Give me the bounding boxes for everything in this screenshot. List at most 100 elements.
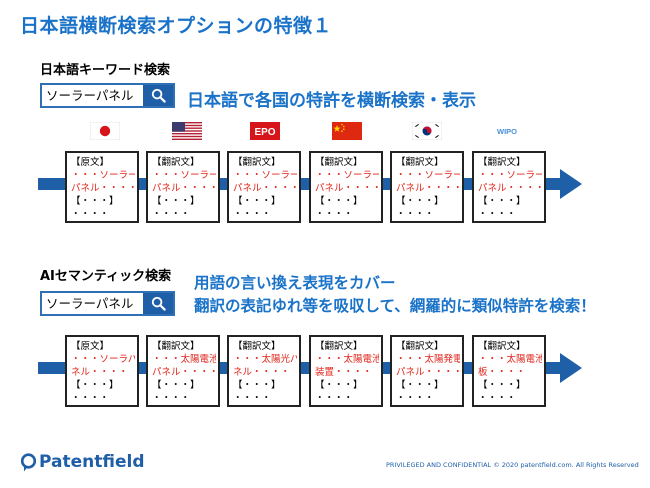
search-box-keyword[interactable]: ソーラーパネル [40,83,175,108]
document-line-l1: ・・・ソーラー [71,170,135,181]
section-heading-semantic: AIセマンティック検索 [40,269,172,284]
document-line-header: 【翻訳文】 [478,157,526,168]
document-line-l1: ・・・ソーラー [233,170,297,181]
section-heading-keyword: 日本語キーワード検索 [40,63,171,78]
document-line-l2: パネル・・・・ [233,183,297,194]
usa-flag-icon [172,122,202,140]
document-line-header: 【翻訳文】 [233,157,281,168]
document-line-l2: パネル・・・・ [152,183,216,194]
document-line-header: 【翻訳文】 [152,341,200,352]
document-line-l2: パネル・・・・ [152,367,216,378]
search-input[interactable]: ソーラーパネル [46,296,134,311]
document-line-header: 【翻訳文】 [152,157,200,168]
document-line-l3: 【・・・】 [315,380,363,391]
document-line-l4: ・・・・ [233,393,272,404]
search-button[interactable] [143,85,173,106]
japan-flag-icon [90,122,120,140]
korea-flag-icon [412,122,442,140]
document-card: 【翻訳文】・・・太陽発電パネル・・・・【・・・】・・・・ [390,335,464,407]
document-line-l3: 【・・・】 [71,196,119,207]
document-line-l3: 【・・・】 [478,380,526,391]
document-card: 【原文】・・・ソーラパネル・・・・【・・・】・・・・ [65,335,139,407]
svg-text:EPO: EPO [254,127,275,138]
page-title: 日本語横断検索オプションの特徴１ [20,15,333,37]
document-line-l3: 【・・・】 [152,380,200,391]
document-line-l2: パネル・・・・ [396,183,460,194]
search-button[interactable] [143,293,173,314]
patentfield-logo-icon [20,452,37,471]
document-line-l4: ・・・・ [233,209,272,220]
wipo-flag-icon: WIPO [492,122,522,140]
document-card: 【翻訳文】・・・太陽電池装置・・・・【・・・】・・・・ [309,335,383,407]
document-line-l4: ・・・・ [152,393,191,404]
footer-logo-text: Patentfield [39,452,145,472]
flow-arrow-head-icon [560,169,582,199]
document-line-l4: ・・・・ [71,209,110,220]
document-line-l1: ・・・太陽発電 [396,354,460,365]
document-card: 【翻訳文】・・・太陽電池パネル・・・・【・・・】・・・・ [146,335,220,407]
document-line-l1: ・・・太陽光パ [233,354,297,365]
document-line-header: 【原文】 [71,341,110,352]
document-line-header: 【翻訳文】 [315,341,363,352]
document-line-l2: 装置・・・・ [315,367,373,378]
document-line-header: 【翻訳文】 [315,157,363,168]
document-line-l4: ・・・・ [71,393,110,404]
document-card: 【翻訳文】・・・太陽光パネル・・・・【・・・】・・・・ [227,335,301,407]
document-line-l1: ・・・太陽電池 [315,354,379,365]
document-card: 【翻訳文】・・・ソーラーパネル・・・・【・・・】・・・・ [309,151,383,223]
document-line-l2: パネル・・・・ [396,367,460,378]
document-line-l1: ・・・太陽電池 [478,354,542,365]
document-line-l4: ・・・・ [315,209,354,220]
document-line-l1: ・・・ソーラパ [71,354,135,365]
document-line-l4: ・・・・ [396,393,435,404]
document-line-l1: ・・・ソーラー [396,170,460,181]
document-card: 【翻訳文】・・・ソーラーパネル・・・・【・・・】・・・・ [472,151,546,223]
document-card: 【翻訳文】・・・ソーラーパネル・・・・【・・・】・・・・ [146,151,220,223]
document-line-l1: ・・・ソーラー [315,170,379,181]
document-line-l2: 板・・・・ [478,367,526,378]
document-line-l3: 【・・・】 [152,196,200,207]
tagline-synonyms: 用語の言い換え表現をカバー [194,274,396,292]
search-icon [151,88,166,103]
document-line-l4: ・・・・ [315,393,354,404]
document-line-l3: 【・・・】 [396,380,444,391]
document-line-l4: ・・・・ [396,209,435,220]
document-card: 【翻訳文】・・・太陽電池板・・・・【・・・】・・・・ [472,335,546,407]
footer-logo: Patentfield [20,452,145,472]
document-line-header: 【翻訳文】 [396,157,444,168]
document-line-header: 【原文】 [71,157,110,168]
svg-text:WIPO: WIPO [497,127,517,136]
document-line-l1: ・・・ソーラー [152,170,216,181]
search-input[interactable]: ソーラーパネル [46,88,134,103]
epo-flag-icon: EPO [250,122,280,140]
document-line-l1: ・・・太陽電池 [152,354,216,365]
document-card: 【原文】・・・ソーラーパネル・・・・【・・・】・・・・ [65,151,139,223]
document-line-l3: 【・・・】 [315,196,363,207]
document-line-l2: ネル・・・・ [71,367,129,378]
flow-arrow-head-icon [560,353,582,383]
document-line-l2: パネル・・・・ [71,183,135,194]
footer-copyright: PRIVILEGED AND CONFIDENTIAL © 2020 paten… [386,461,639,469]
document-line-l4: ・・・・ [478,393,517,404]
tagline-similar-search: 翻訳の表記ゆれ等を吸収して、網羅的に類似特許を検索！ [194,297,596,315]
document-line-l4: ・・・・ [152,209,191,220]
china-flag-icon [332,122,362,140]
document-line-l3: 【・・・】 [71,380,119,391]
document-line-header: 【翻訳文】 [233,341,281,352]
document-card: 【翻訳文】・・・ソーラーパネル・・・・【・・・】・・・・ [227,151,301,223]
document-line-l4: ・・・・ [478,209,517,220]
document-line-l3: 【・・・】 [396,196,444,207]
search-icon [151,296,166,311]
document-line-l3: 【・・・】 [233,196,281,207]
search-box-semantic[interactable]: ソーラーパネル [40,291,175,316]
document-line-l2: ネル・・・・ [233,367,291,378]
document-line-l1: ・・・ソーラー [478,170,542,181]
document-line-l2: パネル・・・・ [478,183,542,194]
document-line-l3: 【・・・】 [233,380,281,391]
document-line-l3: 【・・・】 [478,196,526,207]
document-line-l2: パネル・・・・ [315,183,379,194]
document-line-header: 【翻訳文】 [396,341,444,352]
document-card: 【翻訳文】・・・ソーラーパネル・・・・【・・・】・・・・ [390,151,464,223]
document-line-header: 【翻訳文】 [478,341,526,352]
tagline-crosslingual: 日本語で各国の特許を横断検索・表示 [187,91,476,111]
